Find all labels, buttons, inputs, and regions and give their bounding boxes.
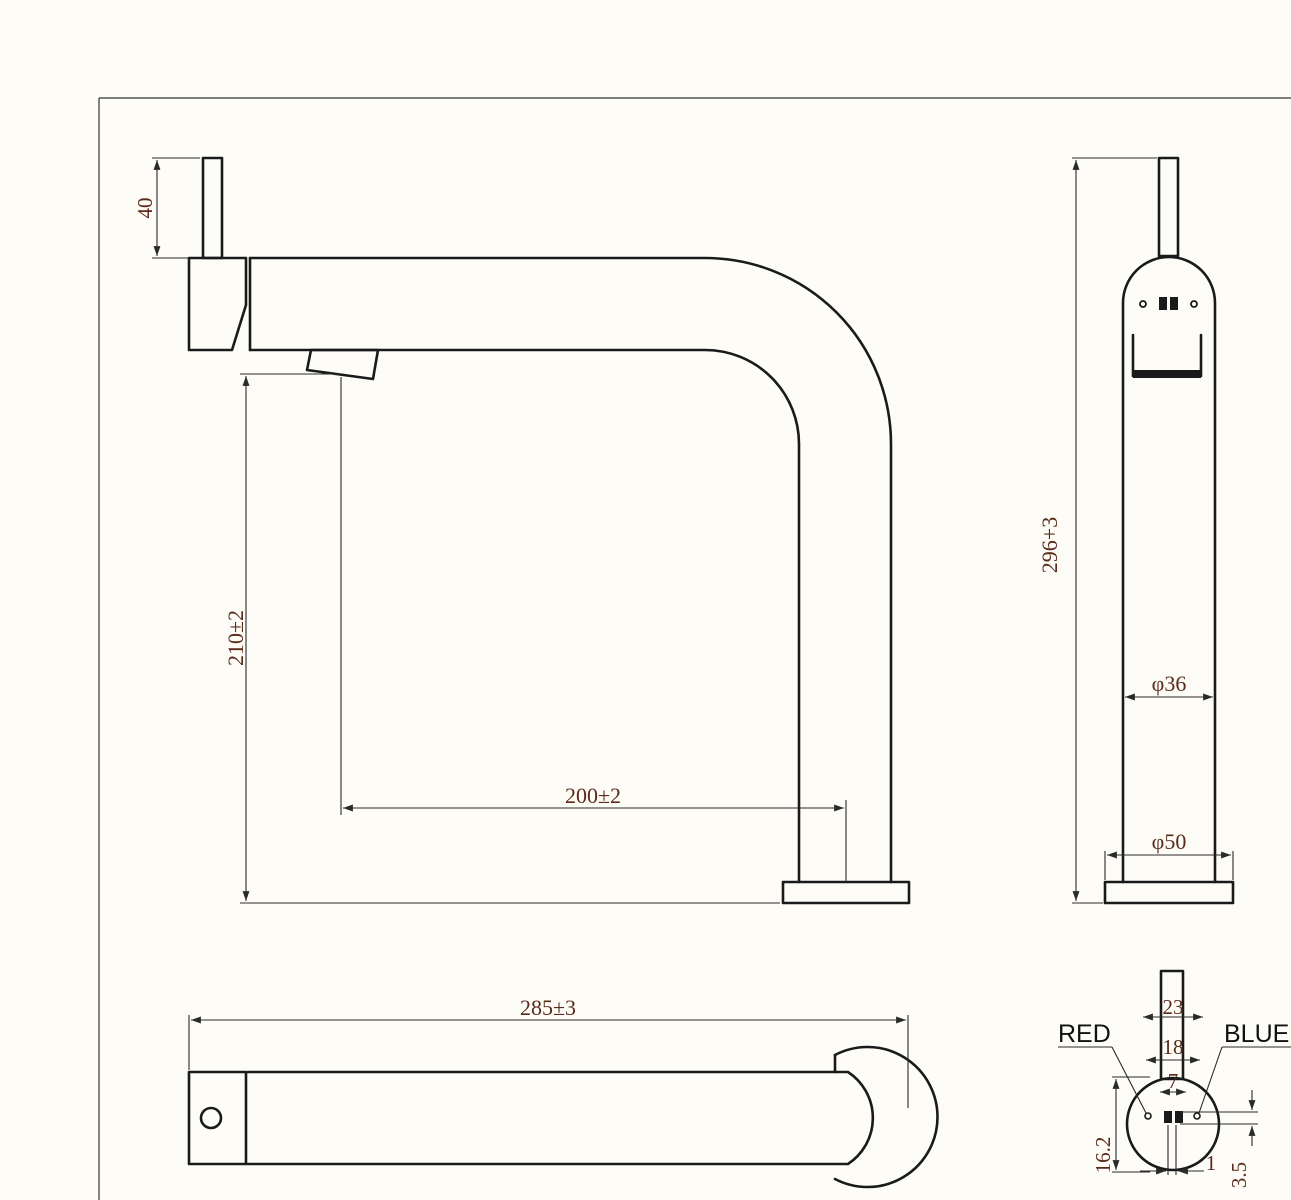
dim-top-width-label: 23 bbox=[1163, 995, 1184, 1019]
base-plate bbox=[781, 880, 911, 905]
dim-spout-reach-label: 200±2 bbox=[565, 783, 621, 808]
front-base-plate bbox=[1103, 880, 1235, 905]
dim-gap-label: 1 bbox=[1206, 1151, 1217, 1175]
dim-slot-width-label: 7 bbox=[1168, 1069, 1179, 1093]
top-handle-block bbox=[187, 1070, 248, 1166]
dim-body-diameter-label: φ36 bbox=[1152, 671, 1187, 696]
dim-spout-height-label: 210±2 bbox=[223, 610, 248, 666]
dim-hole-spacing-label: 18 bbox=[1163, 1035, 1184, 1059]
dim-base-diameter: φ50 bbox=[1104, 829, 1234, 880]
dim-handle-height-label: 40 bbox=[133, 198, 157, 219]
dim-center-offset-label: 16.2 bbox=[1091, 1137, 1115, 1174]
dim-body-diameter: φ36 bbox=[1125, 671, 1213, 701]
dim-total-length-label: 285±3 bbox=[520, 995, 576, 1020]
dim-handle-height: 40 bbox=[133, 157, 200, 259]
front-handle-lever bbox=[1157, 156, 1180, 258]
spout-pipe bbox=[248, 256, 893, 884]
dim-base-diameter-label: φ50 bbox=[1152, 829, 1187, 854]
dim-spout-height: 210±2 bbox=[223, 373, 780, 904]
sheet-frame bbox=[98, 97, 1291, 1200]
dim-total-height-label: 296+3 bbox=[1037, 517, 1062, 573]
aerator bbox=[305, 348, 380, 381]
callout-red: RED bbox=[1058, 1020, 1111, 1048]
side-view: 40 210±2 200±2 bbox=[133, 156, 911, 905]
callout-blue: BLUE bbox=[1224, 1020, 1289, 1048]
handle-body bbox=[187, 256, 248, 352]
detail-view: 23 18 7 16.2 1 3.5 RED BLUE bbox=[1058, 969, 1291, 1188]
detail-lever bbox=[1159, 969, 1185, 1081]
dim-total-height: 296+3 bbox=[1037, 157, 1157, 904]
handle-lever bbox=[201, 156, 224, 260]
top-spout-outer bbox=[246, 1070, 875, 1166]
dim-spout-reach: 200±2 bbox=[340, 377, 847, 882]
front-handle-disc bbox=[1121, 255, 1217, 884]
top-view: 285±3 bbox=[187, 995, 939, 1189]
front-view: 296+3 φ36 φ50 bbox=[1037, 156, 1235, 905]
dim-depth-label: 3.5 bbox=[1227, 1162, 1251, 1188]
dim-total-length: 285±3 bbox=[188, 995, 909, 1108]
